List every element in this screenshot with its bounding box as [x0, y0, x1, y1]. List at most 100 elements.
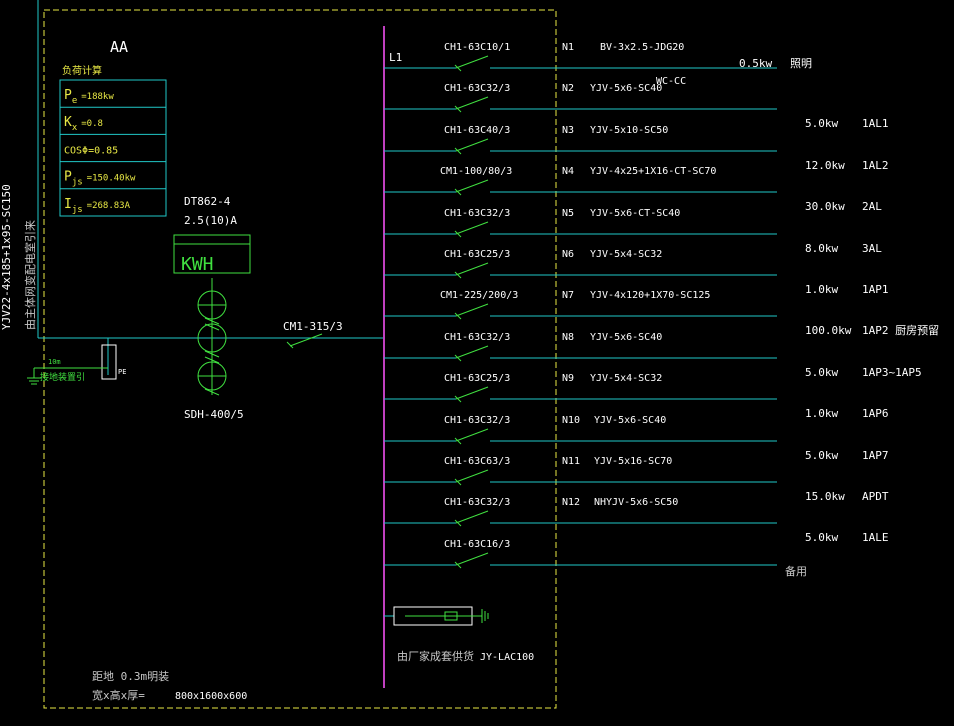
- circuit-power: 30.0kw: [805, 200, 845, 213]
- circuit-load-name: 1AP7: [862, 449, 889, 462]
- circuit-row: CM1-225/200/3 N7 YJV-4x120+1X70-SC125 100.0…: [384, 290, 939, 337]
- pe-label: PE: [118, 368, 126, 376]
- circuit-breaker-contact: [455, 345, 489, 359]
- circuit-load-name: 照明: [790, 57, 812, 70]
- circuit-breaker-label: CH1-63C40/3: [444, 125, 510, 136]
- circuit-breaker-contact: [455, 552, 489, 566]
- circuit-breaker-label: CH1-63C10/1: [444, 42, 510, 53]
- circuit-power: 5.0kw: [805, 531, 838, 544]
- circuit-number: N4: [562, 166, 574, 177]
- circuit-breaker-label: CM1-100/80/3: [440, 166, 512, 177]
- circuit-cable: YJV-5x4-SC32: [590, 373, 662, 384]
- load-calc-symbol: K: [64, 115, 72, 130]
- circuit-breaker-mark: [454, 64, 462, 72]
- circuit-number: N10: [562, 415, 580, 426]
- circuit-power: 100.0kw: [805, 324, 852, 337]
- circuit-row: CH1-63C16/3备用: [384, 539, 807, 578]
- load-calc-symbol: P: [64, 88, 72, 103]
- current-transformer-icon: [197, 278, 227, 396]
- circuit-breaker-label: CH1-63C63/3: [444, 456, 510, 467]
- circuit-load-name: 3AL: [862, 242, 882, 255]
- circuit-breaker-mark: [454, 395, 462, 403]
- circuit-breaker-contact: [455, 96, 489, 110]
- circuit-breaker-label: CH1-63C32/3: [444, 332, 510, 343]
- surge-protector-model: JY-LAC100: [480, 652, 534, 663]
- circuit-breaker-contact: [455, 179, 489, 193]
- load-calc-value: =0.8: [81, 119, 103, 129]
- circuit-power: 1.0kw: [805, 283, 838, 296]
- circuit-breaker-contact: [455, 138, 489, 152]
- kwh-meter-display: KWH: [181, 254, 214, 275]
- circuit-cable: YJV-4x120+1X70-SC125: [590, 290, 710, 301]
- circuit-breaker-mark: [454, 354, 462, 362]
- circuit-breaker-label: CH1-63C25/3: [444, 373, 510, 384]
- circuit-breaker-contact: [455, 55, 489, 69]
- circuit-breaker-mark: [454, 312, 462, 320]
- meter-rating: 2.5(10)A: [184, 214, 237, 227]
- circuit-load-name: 1AP6: [862, 407, 889, 420]
- size-label: 宽x高x厚=: [92, 688, 145, 702]
- load-calc-row: Pjs=150.40kw: [64, 170, 136, 188]
- circuit-breaker-contact: [455, 428, 489, 442]
- pe-terminal-box: [101, 344, 117, 380]
- circuit-power: 0.5kw: [739, 57, 772, 70]
- circuit-number: N1: [562, 42, 574, 53]
- circuit-breaker-mark: [454, 230, 462, 238]
- circuit-power: 15.0kw: [805, 490, 845, 503]
- circuit-cable: YJV-4x25+1X16-CT-SC70: [590, 166, 716, 177]
- circuit-breaker-contact: [455, 221, 489, 235]
- incoming-cable-label: YJV22-4x185+1x95-SC150: [0, 184, 13, 330]
- load-calc-symbol: P: [64, 170, 72, 185]
- circuit-breaker-contact: [455, 469, 489, 483]
- circuit-load-name: 1AP1: [862, 283, 889, 296]
- circuit-number: N7: [562, 290, 574, 301]
- install-note: 距地 0.3m明装: [92, 670, 169, 683]
- load-calc-row: COSΦ=0.85: [64, 145, 118, 156]
- circuit-breaker-contact: [455, 386, 489, 400]
- circuit-cable: YJV-5x6-CT-SC40: [590, 208, 680, 219]
- circuit-load-name: 2AL: [862, 200, 882, 213]
- ground-small-label: 10m: [48, 358, 61, 366]
- circuit-number: N11: [562, 456, 580, 467]
- circuit-breaker-mark: [454, 271, 462, 279]
- load-calc-value: =268.83A: [87, 201, 131, 211]
- surge-ground-icon: [405, 609, 489, 623]
- circuit-cable: YJV-5x6-SC40: [590, 83, 662, 94]
- circuit-power: 1.0kw: [805, 407, 838, 420]
- circuit-power: 5.0kw: [805, 117, 838, 130]
- circuit-breaker-contact: [455, 510, 489, 524]
- kwh-meter: [173, 234, 251, 274]
- circuit-breaker-contact: [455, 303, 489, 317]
- load-calc-table: 负荷计算 Pe=188kwKx=0.8COSΦ=0.85Pjs=150.40kw…: [59, 64, 167, 217]
- circuit-load-name: APDT: [862, 490, 889, 503]
- circuit-load-name: 1AP2 厨房预留: [862, 324, 939, 337]
- load-calc-value: =150.40kw: [87, 174, 136, 184]
- circuit-breaker-label: CH1-63C32/3: [444, 208, 510, 219]
- circuit-load-name: 1AL2: [862, 159, 889, 172]
- panel-name: AA: [110, 38, 128, 56]
- load-calc-subscript: js: [72, 205, 83, 215]
- circuit-breaker-label: CM1-225/200/3: [440, 290, 518, 301]
- circuit-breaker-mark: [454, 561, 462, 569]
- bus-label: L1: [389, 51, 402, 64]
- ground-label: 接地装置引: [40, 371, 85, 383]
- surge-note: 由厂家成套供货: [397, 649, 474, 663]
- circuit-cable: YJV-5x16-SC70: [594, 456, 672, 467]
- circuit-cable: YJV-5x6-SC40: [590, 332, 662, 343]
- load-calc-subscript: x: [72, 123, 78, 133]
- circuit-breaker-contact: [455, 262, 489, 276]
- circuit-load-name: 1AP3~1AP5: [862, 366, 922, 379]
- circuit-breaker-mark: [454, 147, 462, 155]
- load-calc-row: Pe=188kw: [64, 88, 114, 106]
- circuit-load-name: 1AL1: [862, 117, 889, 130]
- circuit-breaker-label: CH1-63C16/3: [444, 539, 510, 550]
